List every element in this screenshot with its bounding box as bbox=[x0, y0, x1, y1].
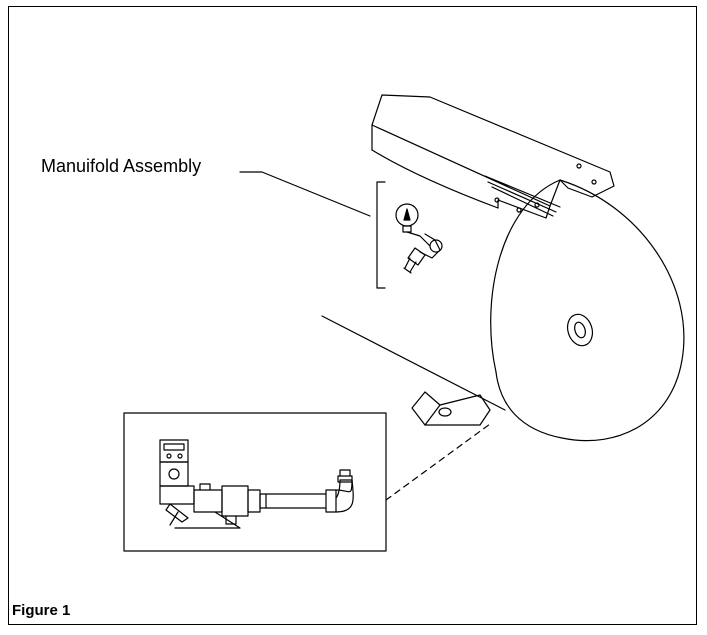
manifold-assembly bbox=[396, 204, 442, 273]
inset-dashed-leader bbox=[386, 424, 490, 500]
callout-leader-line bbox=[240, 172, 370, 216]
tank-support-foot bbox=[412, 392, 490, 425]
callout-bracket bbox=[377, 182, 385, 288]
tank-saddle bbox=[372, 95, 614, 218]
tank-body bbox=[322, 150, 684, 441]
drain-assembly-detail bbox=[160, 440, 353, 528]
figure-caption: Figure 1 bbox=[12, 602, 71, 619]
figure-frame bbox=[8, 6, 697, 625]
manifold-assembly-label: Manuifold Assembly bbox=[41, 156, 202, 176]
inset-box bbox=[124, 413, 386, 551]
